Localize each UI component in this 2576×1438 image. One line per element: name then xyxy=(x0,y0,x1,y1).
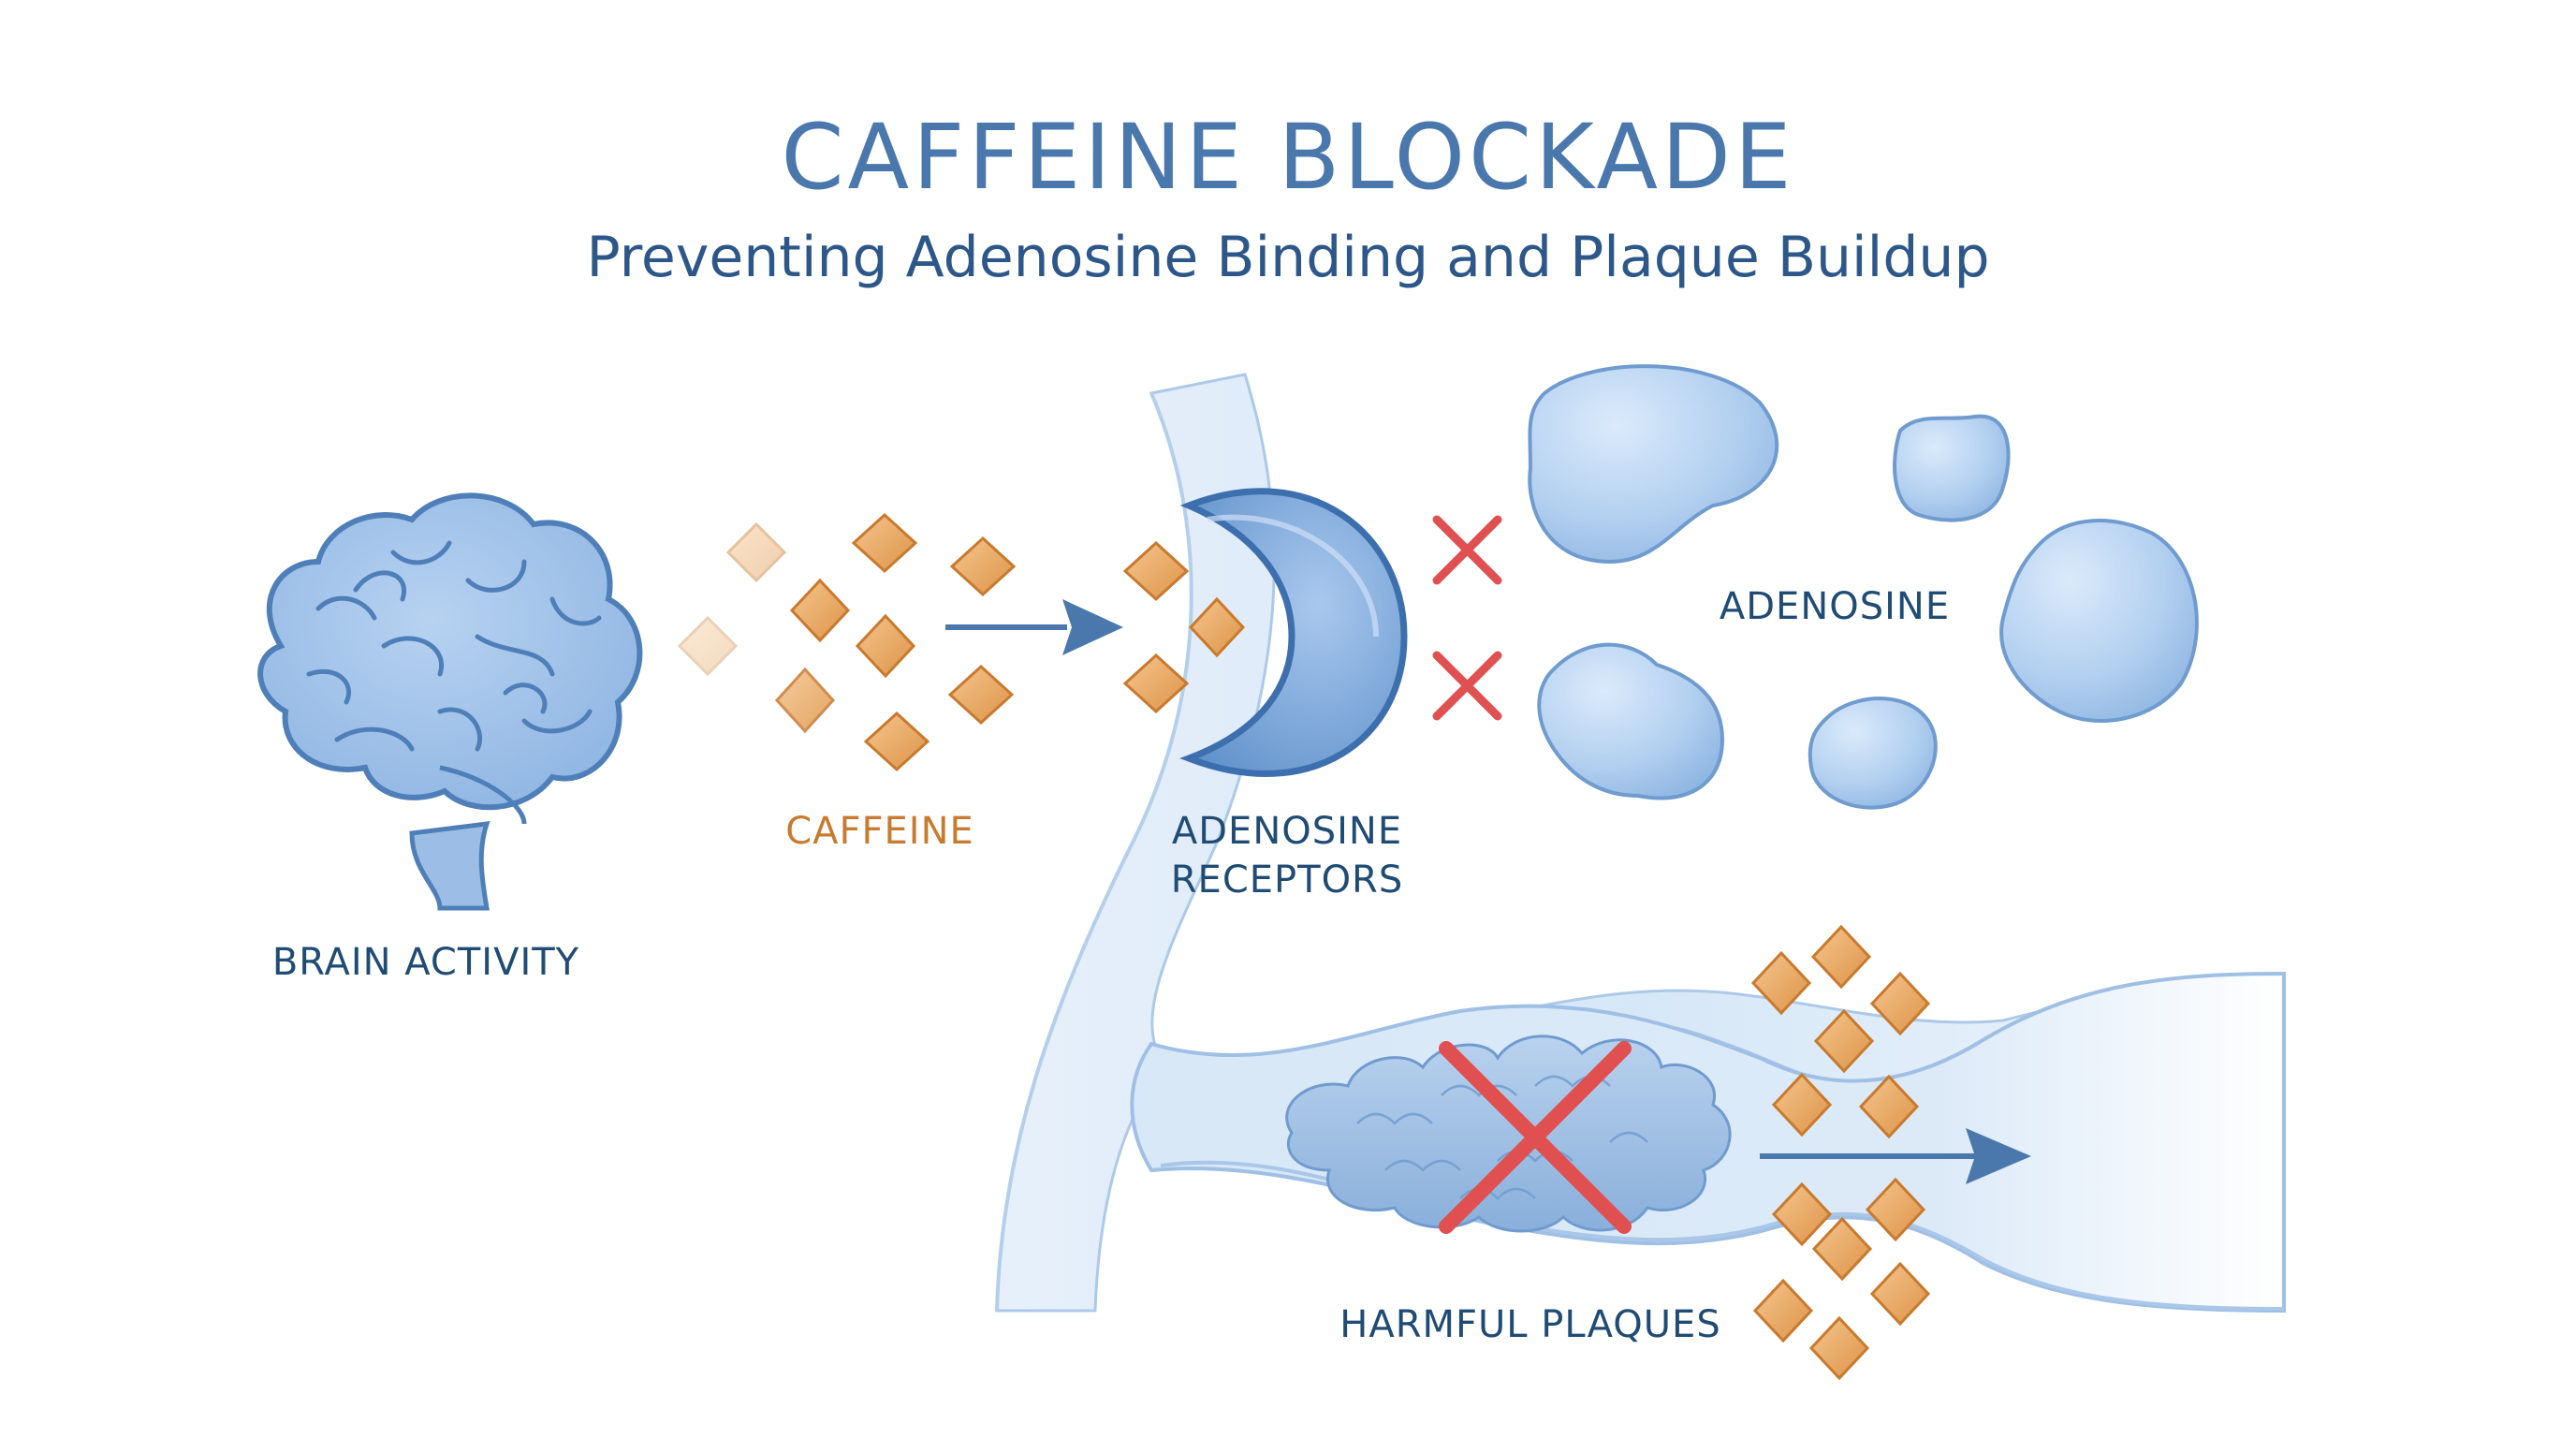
adenosine-molecule-icon xyxy=(1893,414,2011,522)
caffeine-molecule-icon xyxy=(947,664,1015,726)
brain-icon xyxy=(257,492,643,911)
receptor-icon xyxy=(1179,488,1408,777)
block-x-icon xyxy=(1432,515,1502,585)
caffeine-molecule-icon xyxy=(1869,971,1931,1036)
caffeine-molecule-icon xyxy=(677,615,739,677)
arrow-icon xyxy=(945,599,1123,655)
caffeine-molecule-icon xyxy=(1869,1261,1931,1327)
diagram-title: CAFFEINE BLOCKADE xyxy=(781,105,1795,210)
caffeine-molecule-icon xyxy=(949,536,1017,597)
adenosine-molecule-icon xyxy=(1999,519,2199,723)
caffeine-molecule-icon xyxy=(1771,1181,1833,1247)
caffeine-molecule-icon xyxy=(1865,1177,1926,1242)
adenosine-molecule-icon xyxy=(1537,642,1725,800)
caffeine-molecule-icon xyxy=(1122,653,1190,714)
adenosine-molecules xyxy=(1528,364,2199,810)
receptors-label-line1: ADENOSINE xyxy=(1171,810,1403,853)
caffeine-molecules xyxy=(677,512,1246,772)
caffeine-molecule-icon xyxy=(774,667,836,734)
caffeine-molecule-icon xyxy=(863,711,930,772)
adenosine-label: ADENOSINE xyxy=(1719,585,1951,628)
caffeine-molecule-icon xyxy=(855,613,916,679)
receptors-label-line2: RECEPTORS xyxy=(1170,858,1404,902)
adenosine-molecule-icon xyxy=(1808,697,1938,810)
caffeine-molecule-icon xyxy=(1810,924,1872,990)
caffeine-cluster-artery xyxy=(1750,924,1931,1381)
plaques-label: HARMFUL PLAQUES xyxy=(1339,1303,1721,1346)
block-x-icon xyxy=(1439,1041,1632,1234)
caffeine-molecule-icon xyxy=(1752,1278,1814,1343)
adenosine-molecule-icon xyxy=(1528,364,1779,565)
caffeine-molecule-icon xyxy=(1188,596,1246,658)
caffeine-molecule-icon xyxy=(1811,1216,1873,1282)
caffeine-molecule-icon xyxy=(1750,950,1812,1016)
caffeine-molecule-icon xyxy=(851,512,918,574)
brain-label: BRAIN ACTIVITY xyxy=(271,941,580,984)
arrow-icon xyxy=(1760,1128,2031,1184)
caffeine-molecule-icon xyxy=(1122,540,1190,602)
diagram-subtitle: Preventing Adenosine Binding and Plaque … xyxy=(586,225,1990,290)
caffeine-molecule-icon xyxy=(789,578,851,643)
caffeine-molecule-icon xyxy=(1771,1072,1833,1137)
caffeine-molecule-icon xyxy=(1808,1315,1870,1381)
caffeine-molecule-icon xyxy=(1858,1074,1920,1139)
caffeine-molecule-icon xyxy=(1813,1008,1875,1074)
block-x-icon xyxy=(1432,651,1502,721)
caffeine-label: CAFFEINE xyxy=(785,810,974,853)
caffeine-molecule-icon xyxy=(725,521,787,583)
